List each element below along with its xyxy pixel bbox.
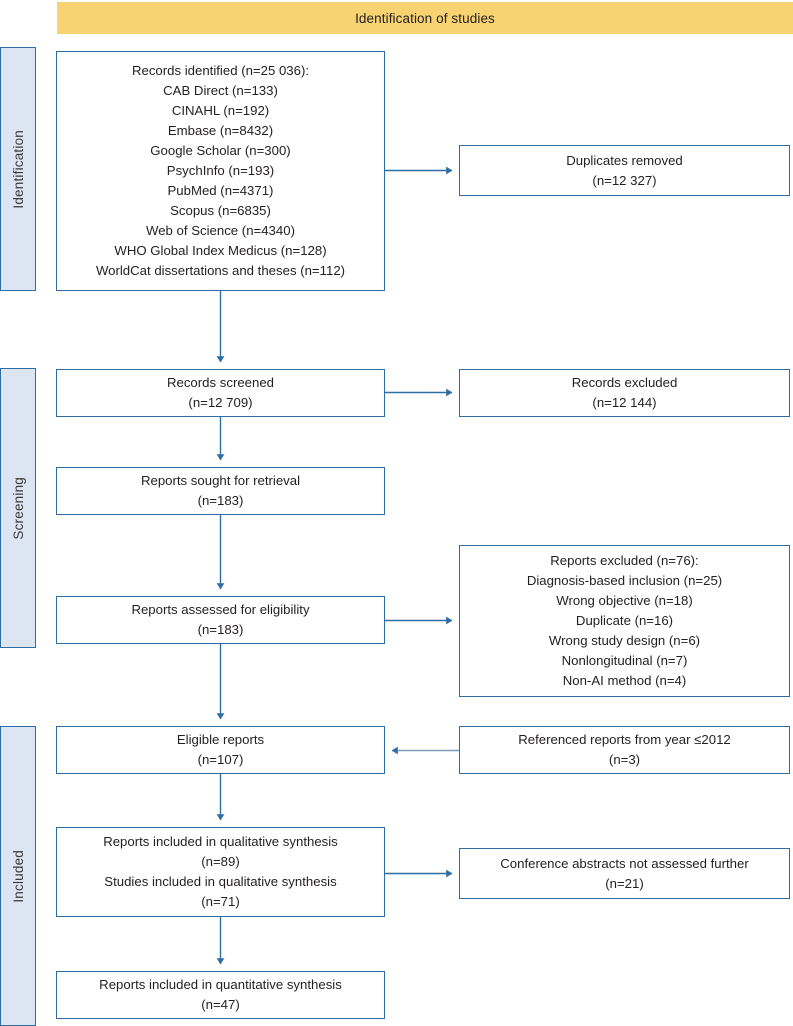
box-reports-excluded: Reports excluded (n=76): Diagnosis-based…	[459, 545, 790, 697]
box-qualitative-synthesis: Reports included in qualitative synthesi…	[56, 827, 385, 917]
stage-label-identification: Identification	[10, 129, 26, 209]
box-line: Referenced reports from year ≤2012	[518, 732, 731, 747]
box-line: PubMed (n=4371)	[167, 183, 274, 198]
box-referenced-reports: Referenced reports from year ≤2012 (n=3)	[459, 726, 790, 774]
box-line: Reports sought for retrieval	[140, 473, 301, 488]
box-line: (n=183)	[197, 622, 244, 637]
stage-bar-screening: Screening	[0, 368, 36, 648]
box-line: Wrong study design (n=6)	[548, 633, 701, 648]
box-records-screened: Records screened (n=12 709)	[56, 369, 385, 417]
box-duplicates-removed: Duplicates removed (n=12 327)	[459, 145, 790, 196]
box-line: CAB Direct (n=133)	[163, 83, 278, 98]
box-reports-assessed-for-eligibility: Reports assessed for eligibility (n=183)	[56, 596, 385, 644]
box-line: (n=47)	[201, 997, 240, 1012]
box-line: Google Scholar (n=300)	[150, 143, 291, 158]
stage-label-screening: Screening	[10, 476, 26, 540]
stage-bar-included: Included	[0, 726, 36, 1026]
box-line: Reports assessed for eligibility	[131, 602, 310, 617]
box-line: Nonlongitudinal (n=7)	[561, 653, 688, 668]
page-title: Identification of studies	[355, 10, 495, 26]
box-line: Reports included in qualitative synthesi…	[103, 834, 338, 849]
box-line: Studies included in qualitative synthesi…	[104, 874, 337, 889]
box-line: Embase (n=8432)	[167, 123, 274, 138]
box-line: Records identified (n=25 036):	[131, 63, 310, 78]
header-banner: Identification of studies	[57, 2, 793, 34]
box-conference-abstracts: Conference abstracts not assessed furthe…	[459, 848, 790, 899]
box-line: PsychInfo (n=193)	[166, 163, 275, 178]
box-line: WHO Global Index Medicus (n=128)	[114, 243, 327, 258]
box-line: Duplicate (n=16)	[575, 613, 674, 628]
box-line: Conference abstracts not assessed furthe…	[500, 855, 749, 871]
box-line: Web of Science (n=4340)	[146, 223, 295, 238]
box-line: (n=3)	[608, 752, 641, 767]
box-line: Duplicates removed	[566, 152, 683, 168]
box-line: (n=12 327)	[592, 172, 657, 188]
box-eligible-reports: Eligible reports (n=107)	[56, 726, 385, 774]
box-line: Records excluded	[571, 375, 678, 390]
box-line: WorldCat dissertations and theses (n=112…	[95, 263, 346, 278]
box-line: (n=183)	[197, 493, 244, 508]
box-records-identified: Records identified (n=25 036): CAB Direc…	[56, 51, 385, 291]
box-line: (n=107)	[197, 752, 244, 767]
box-line: (n=71)	[201, 894, 240, 909]
stage-label-included: Included	[10, 849, 26, 903]
box-quantitative-synthesis: Reports included in quantitative synthes…	[56, 971, 385, 1019]
box-line: Non-AI method (n=4)	[562, 673, 687, 688]
box-line: Scopus (n=6835)	[170, 203, 271, 218]
box-line: Diagnosis-based inclusion (n=25)	[526, 573, 723, 588]
box-line: Wrong objective (n=18)	[556, 593, 693, 608]
box-line: (n=89)	[201, 854, 240, 869]
box-line: (n=12 709)	[188, 395, 253, 410]
box-line: Records screened	[166, 375, 275, 390]
box-line: Eligible reports	[176, 732, 265, 747]
box-line: (n=21)	[605, 875, 644, 891]
box-line: (n=12 144)	[592, 395, 657, 410]
box-line: CINAHL (n=192)	[171, 103, 270, 118]
stage-bar-identification: Identification	[0, 47, 36, 291]
box-reports-sought-for-retrieval: Reports sought for retrieval (n=183)	[56, 467, 385, 515]
box-records-excluded: Records excluded (n=12 144)	[459, 369, 790, 417]
box-line: Reports excluded (n=76):	[550, 553, 699, 568]
box-line: Reports included in quantitative synthes…	[99, 977, 342, 992]
